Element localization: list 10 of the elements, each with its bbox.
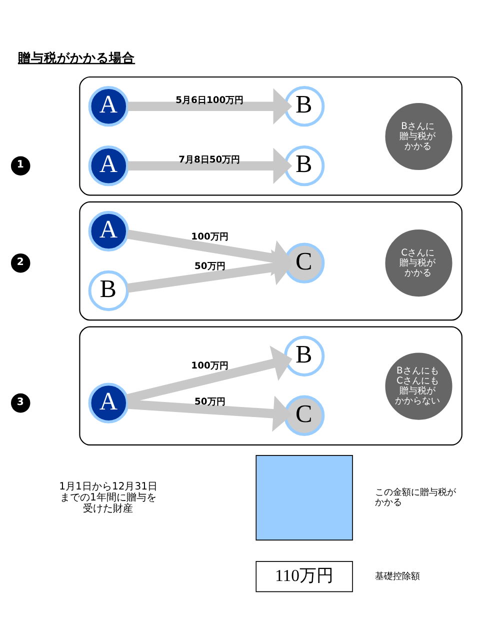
edge-label: 50万円 bbox=[194, 396, 226, 408]
edge-label: 7月8日50万円 bbox=[178, 154, 240, 165]
node-label: 基礎控除額 bbox=[375, 570, 420, 582]
node-label: この金額に贈与税がかかる bbox=[375, 486, 456, 508]
edge-label: 5月6日100万円 bbox=[176, 94, 244, 106]
edge-label: 50万円 bbox=[194, 260, 226, 272]
diagram-title: 贈与税がかかる場合 bbox=[18, 49, 136, 64]
edge-label: 100万円 bbox=[191, 360, 228, 372]
edge-label: 100万円 bbox=[191, 230, 228, 242]
label: 1月1日から12月31日までの1年間に贈与を受けた財産 bbox=[59, 480, 158, 514]
